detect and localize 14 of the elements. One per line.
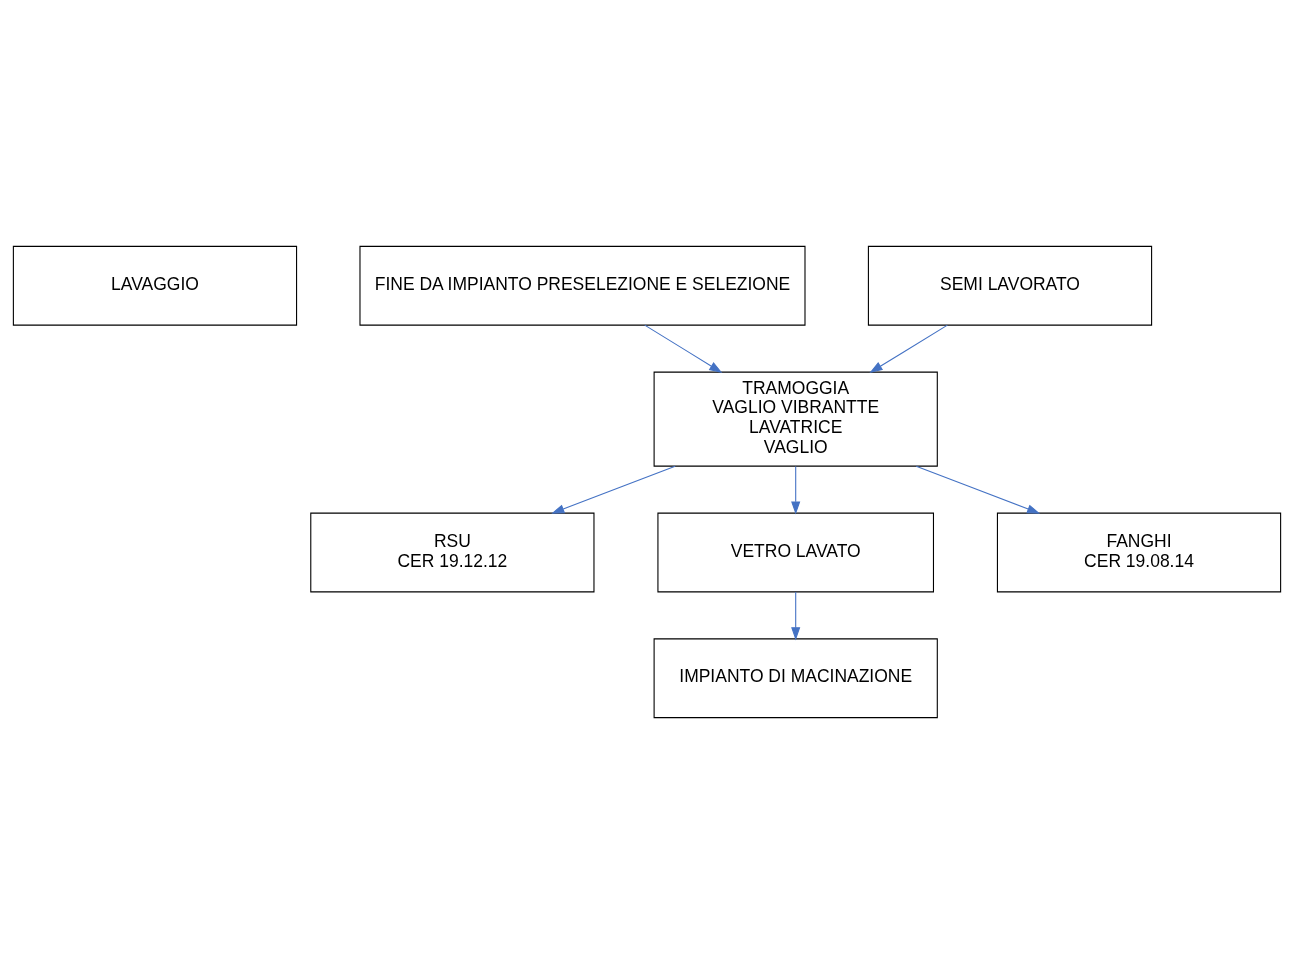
node-box: RSU CER 19.12.12	[309, 512, 594, 592]
node-box: SEMI LAVORATO	[867, 245, 1152, 326]
node-box: IMPIANTO DI MACINAZIONE	[653, 637, 938, 718]
arrow	[790, 591, 800, 640]
node-box: VETRO LAVATO	[656, 512, 934, 592]
node-box: LAVAGGIO	[12, 245, 297, 326]
arrow	[550, 465, 676, 514]
node-box: FINE DA IMPIANTO PRESELEZIONE E SELEZIONE	[358, 245, 806, 326]
arrow	[790, 465, 800, 515]
arrow	[643, 324, 722, 373]
arrow	[915, 465, 1040, 514]
node-box: TRAMOGGIA VAGLIO VIBRANTTE LAVATRICE VAGLIO	[653, 371, 938, 467]
node-box: FANGHI CER 19.08.14	[996, 512, 1281, 592]
arrow	[868, 324, 948, 373]
